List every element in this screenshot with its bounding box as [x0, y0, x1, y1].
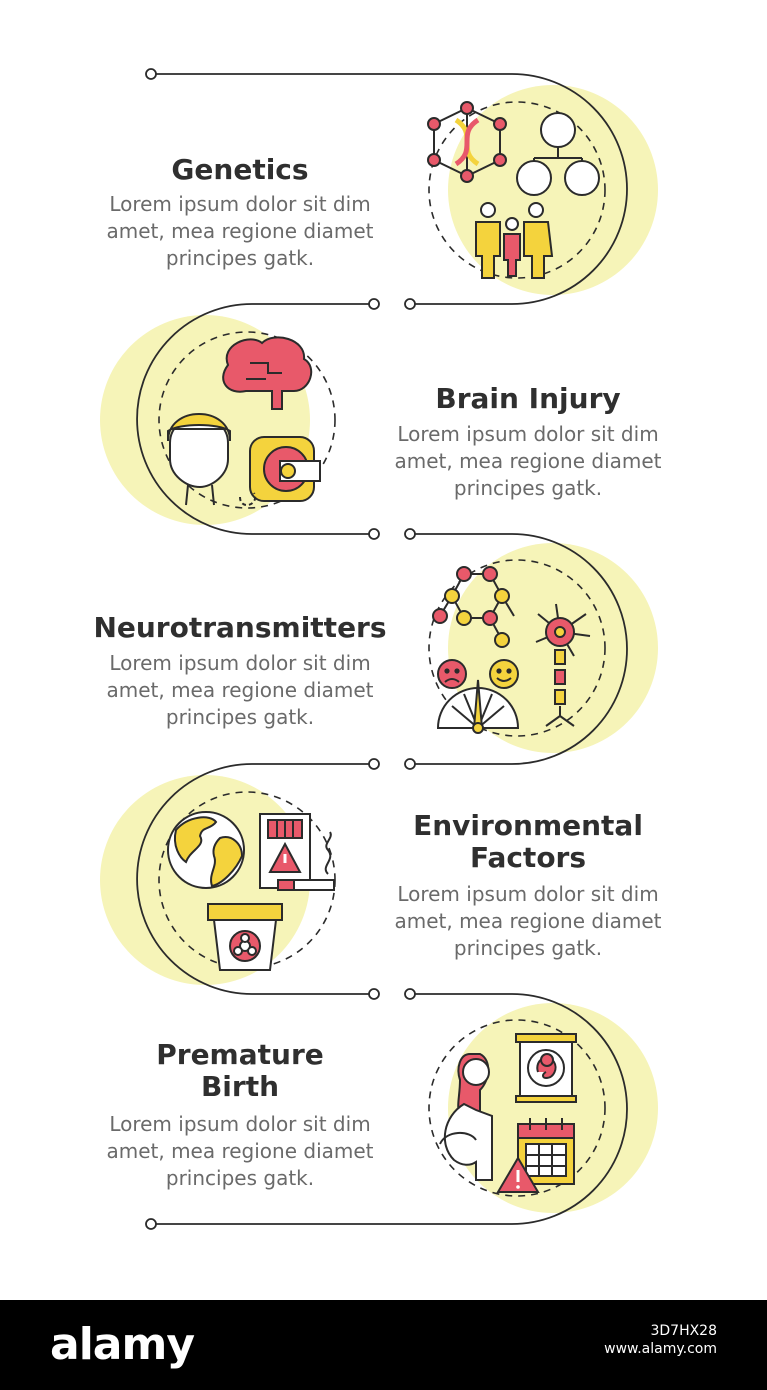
brain-injury-title: Brain Injury [435, 382, 621, 415]
premature-birth-title: Premature Birth [156, 1038, 324, 1103]
environmental-description: Lorem ipsum dolor sit dim amet, mea regi… [394, 882, 662, 960]
bandaged-head-icon [167, 413, 231, 506]
brain-icon [222, 336, 313, 410]
brain-injury-icons [167, 336, 321, 507]
globe-icon [167, 811, 245, 889]
image-id: 3D7HX28 www.alamy.com [604, 1322, 717, 1358]
environmental-icons [167, 811, 335, 971]
family-icon [475, 202, 554, 279]
calendar-icon [517, 1118, 575, 1185]
brain-injury-description: Lorem ipsum dolor sit dim amet, mea regi… [394, 422, 662, 500]
neurotransmitters-description: Lorem ipsum dolor sit dim amet, mea regi… [106, 651, 374, 729]
biohazard-container-icon [207, 903, 283, 971]
neuron-icon [535, 603, 591, 727]
watermark-bar: alamy 3D7HX28 www.alamy.com [0, 1300, 767, 1390]
ultrasound-icon [515, 1033, 577, 1103]
blob-premature [448, 1003, 658, 1213]
alamy-logo: alamy [50, 1319, 195, 1370]
pregnant-woman-icon [439, 1053, 493, 1181]
genetics-title: Genetics [171, 153, 309, 186]
cigarette-icon [277, 831, 335, 891]
environmental-title: Environmental Factors [413, 809, 643, 874]
family-tree-icon [516, 112, 600, 196]
genetics-description: Lorem ipsum dolor sit dim amet, mea regi… [106, 192, 374, 270]
premature-birth-icons [439, 1033, 577, 1193]
neurotransmitters-title: Neurotransmitters [93, 611, 387, 644]
mood-faces-icon [437, 659, 519, 689]
infographic: Genetics Lorem ipsum dolor sit dim amet,… [93, 68, 662, 1230]
neurotransmitters-icons [432, 566, 591, 734]
cigarette-pack-icon [259, 813, 311, 889]
dna-network-icon [427, 101, 507, 183]
image-id-code: 3D7HX28 [650, 1323, 717, 1339]
molecule-icon [432, 566, 515, 648]
warning-icon [496, 1156, 540, 1193]
genetics-icons [427, 101, 600, 279]
mood-gauge-icon [436, 679, 520, 734]
mri-scanner-icon [239, 436, 321, 507]
premature-birth-description: Lorem ipsum dolor sit dim amet, mea regi… [106, 1112, 374, 1190]
image-site: www.alamy.com [604, 1341, 717, 1357]
